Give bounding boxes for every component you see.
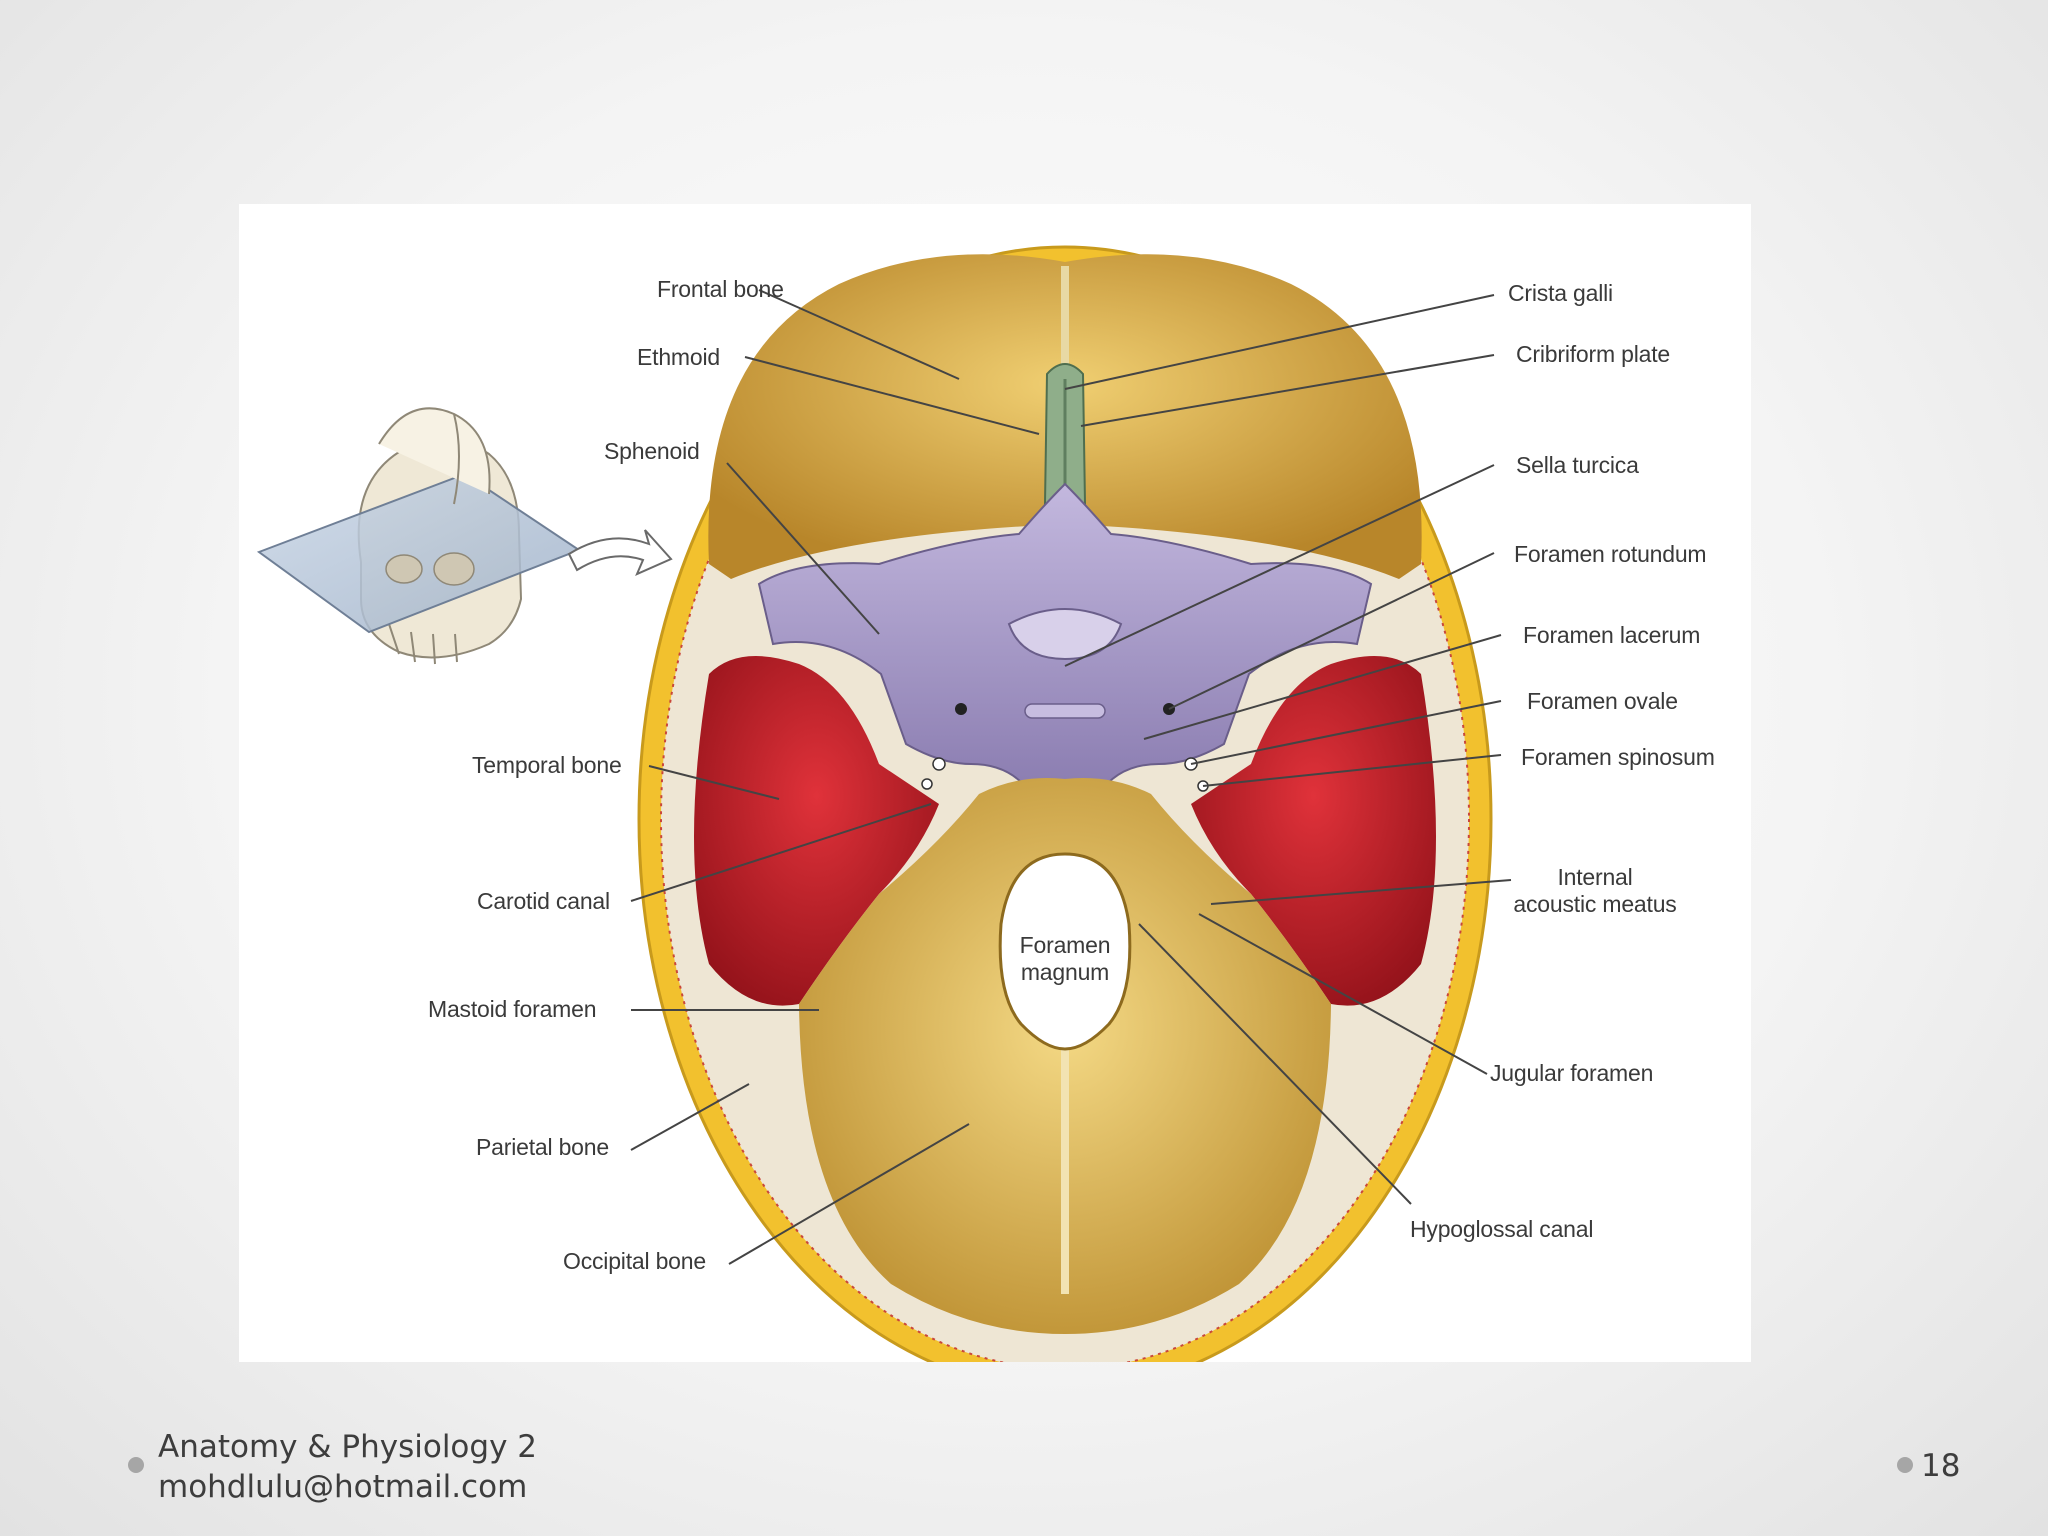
- label-foramen-spinosum: Foramen spinosum: [1521, 744, 1715, 770]
- label-parietal-bone: Parietal bone: [476, 1134, 609, 1160]
- label-sphenoid: Sphenoid: [604, 438, 700, 464]
- footer-credits: Anatomy & Physiology 2 mohdlulu@hotmail.…: [158, 1427, 537, 1507]
- temporal-bone-left: [694, 656, 939, 1006]
- label-foramen-magnum: Foramen magnum: [1005, 932, 1125, 986]
- label-mastoid-foramen: Mastoid foramen: [428, 996, 597, 1022]
- label-foramen-lacerum: Foramen lacerum: [1523, 622, 1701, 648]
- label-internal-acoustic-meatus-line2: acoustic meatus: [1513, 891, 1677, 917]
- inset-skull: [256, 407, 582, 665]
- label-foramen-rotundum: Foramen rotundum: [1514, 541, 1707, 567]
- label-carotid-canal: Carotid canal: [477, 888, 610, 914]
- label-crista-galli: Crista galli: [1508, 280, 1613, 306]
- temporal-bone-right: [1191, 656, 1436, 1006]
- label-cribriform-plate: Cribriform plate: [1516, 341, 1671, 367]
- figure-panel: Frontal bone Ethmoid Sphenoid Temporal b…: [239, 204, 1751, 1362]
- label-internal-acoustic-meatus: Internal acoustic meatus: [1495, 864, 1695, 918]
- leader-lines: [630, 289, 1512, 1265]
- label-frontal-bone: Frontal bone: [657, 276, 784, 302]
- label-occipital-bone: Occipital bone: [563, 1248, 706, 1274]
- label-hypoglossal-canal: Hypoglossal canal: [1410, 1216, 1594, 1242]
- label-internal-acoustic-meatus-line1: Internal: [1557, 864, 1633, 890]
- foramen-magnum: [998, 852, 1132, 1051]
- footer-email: mohdlulu@hotmail.com: [158, 1469, 528, 1505]
- footer-bullet-left: [128, 1457, 144, 1473]
- footer-bullet-right: [1897, 1457, 1913, 1473]
- label-jugular-foramen: Jugular foramen: [1490, 1060, 1654, 1086]
- label-foramen-ovale: Foramen ovale: [1527, 688, 1678, 714]
- label-foramen-magnum-line2: magnum: [1020, 959, 1110, 985]
- cranial-floor-illustration: [256, 245, 1512, 1362]
- label-temporal-bone: Temporal bone: [472, 752, 622, 778]
- label-ethmoid: Ethmoid: [637, 344, 720, 370]
- footer-course: Anatomy & Physiology 2: [158, 1429, 537, 1465]
- inset-arrow: [567, 529, 673, 576]
- page-number: 18: [1921, 1448, 1961, 1484]
- label-sella-turcica: Sella turcica: [1516, 452, 1639, 478]
- label-foramen-magnum-line1: Foramen: [1019, 932, 1111, 958]
